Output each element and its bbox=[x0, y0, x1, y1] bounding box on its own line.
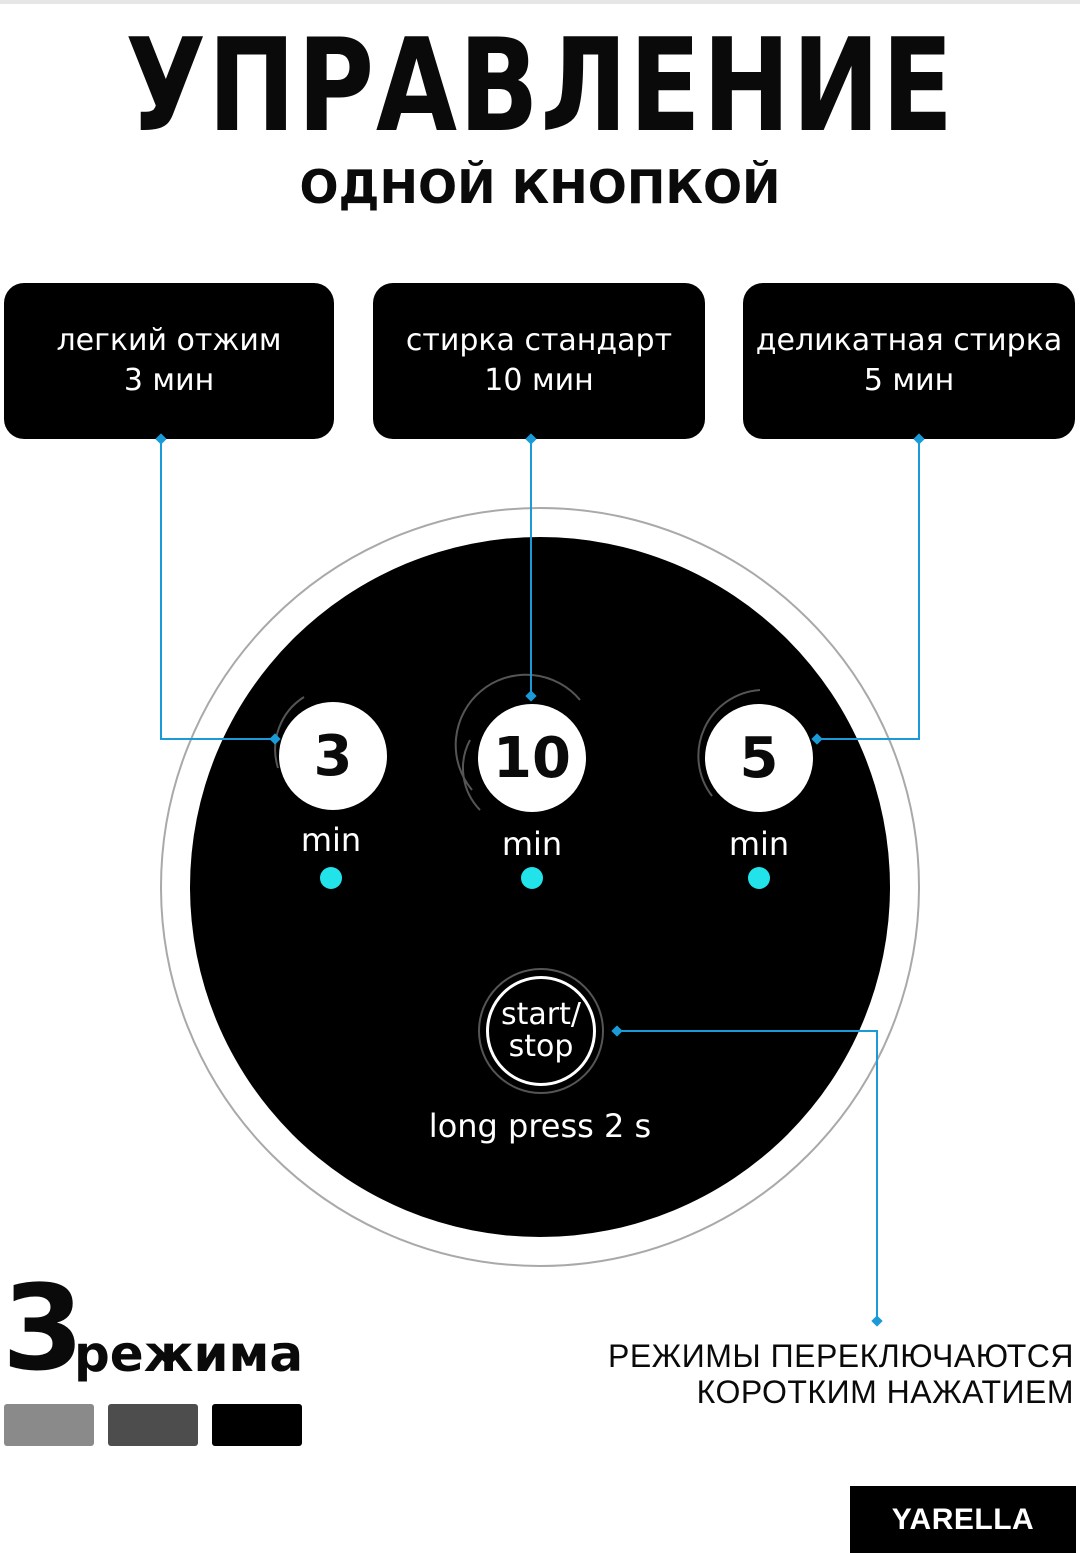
switch-note: РЕЖИМЫ ПЕРЕКЛЮЧАЮТСЯ КОРОТКИМ НАЖАТИЕМ bbox=[608, 1338, 1074, 1410]
start-stop-button[interactable]: start/ stop bbox=[486, 976, 596, 1086]
top-divider bbox=[0, 0, 1080, 4]
mode-indicator-led bbox=[320, 867, 342, 889]
start-button-label: start/ bbox=[501, 997, 581, 1032]
mode-card-duration: 10 мин bbox=[484, 363, 594, 398]
mode-unit-label: min bbox=[300, 821, 362, 859]
mode-card-name: легкий отжим bbox=[56, 323, 282, 358]
switch-note-line: РЕЖИМЫ ПЕРЕКЛЮЧАЮТСЯ bbox=[607, 1338, 1074, 1374]
mode-button-value: 5 bbox=[739, 725, 779, 791]
mode-indicator-led bbox=[748, 867, 770, 889]
mode-button-5[interactable]: 5 bbox=[705, 704, 813, 812]
mode-button-value: 10 bbox=[493, 725, 571, 791]
mode-swatch-light bbox=[4, 1404, 94, 1446]
modes-count: 3 bbox=[2, 1259, 85, 1397]
long-press-hint: long press 2 s bbox=[428, 1107, 652, 1145]
control-panel bbox=[190, 537, 890, 1237]
mode-button-3[interactable]: 3 bbox=[279, 702, 387, 810]
panel-outer-ring bbox=[160, 507, 920, 1267]
modes-word: режима bbox=[74, 1325, 304, 1383]
mode-card-light-spin: легкий отжим 3 мин bbox=[4, 283, 334, 439]
page-title: УПРАВЛЕНИЕ bbox=[125, 12, 955, 161]
mode-card-delicate-wash: деликатная стирка 5 мин bbox=[743, 283, 1075, 439]
mode-card-duration: 3 мин bbox=[123, 363, 215, 398]
switch-note-line: КОРОТКИМ НАЖАТИЕМ bbox=[696, 1374, 1074, 1410]
stop-button-label: stop bbox=[508, 1029, 574, 1064]
mode-indicator-led bbox=[521, 867, 543, 889]
mode-unit-label: min bbox=[728, 825, 790, 863]
mode-button-value: 3 bbox=[313, 723, 353, 789]
start-button-ring bbox=[478, 968, 604, 1094]
mode-unit-label: min bbox=[501, 825, 563, 863]
mode-card-duration: 5 мин bbox=[863, 363, 955, 398]
mode-button-10[interactable]: 10 bbox=[478, 704, 586, 812]
page-subtitle: ОДНОЙ КНОПКОЙ bbox=[299, 160, 781, 214]
brand-logo: YARELLA bbox=[850, 1486, 1076, 1553]
mode-card-name: деликатная стирка bbox=[755, 323, 1063, 358]
mode-card-standard-wash: стирка стандарт 10 мин bbox=[373, 283, 705, 439]
mode-swatch-dark bbox=[212, 1404, 302, 1446]
mode-swatch-medium bbox=[108, 1404, 198, 1446]
mode-card-name: стирка стандарт bbox=[405, 323, 673, 358]
